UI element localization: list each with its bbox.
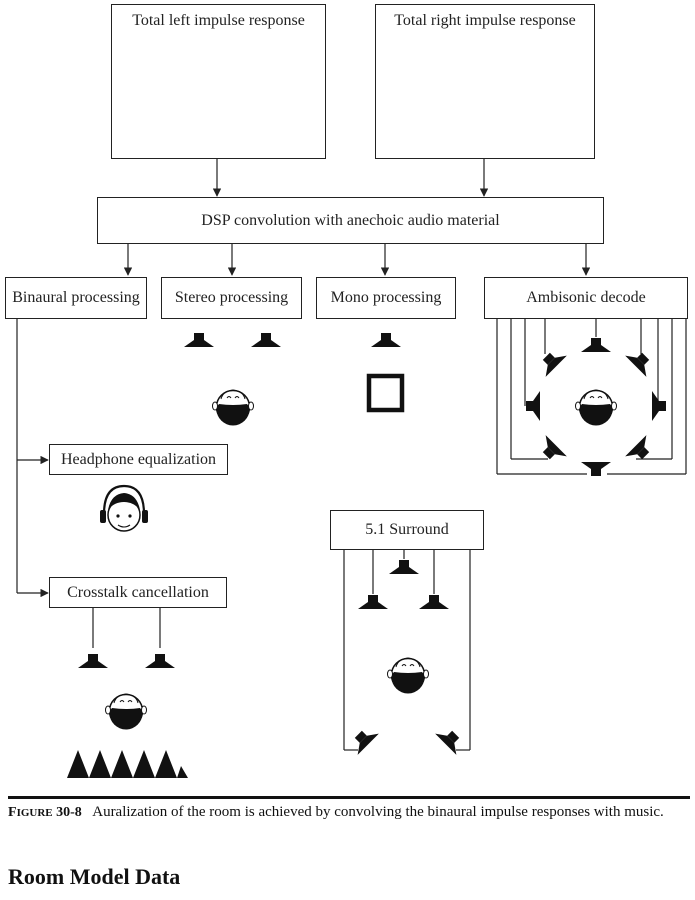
- speaker-icon: [358, 595, 388, 609]
- mono-processing-label: Mono processing: [330, 289, 442, 306]
- mono-speaker-square-icon: [366, 373, 405, 413]
- surround-51-box: 5.1 Surround: [330, 510, 484, 550]
- dsp-convolution-box: DSP convolution with anechoic audio mate…: [97, 197, 604, 244]
- section-heading: Room Model Data: [8, 864, 181, 889]
- speaker-icon: [251, 333, 281, 347]
- speaker-icon: [78, 654, 108, 668]
- absorber-wedge-icon: [67, 750, 188, 778]
- dsp-convolution-label: DSP convolution with anechoic audio mate…: [201, 211, 500, 229]
- right-impulse-response-label: Total right impulse response: [394, 12, 576, 29]
- stereo-processing-box: Stereo processing: [161, 277, 302, 319]
- surround-51-label: 5.1 Surround: [365, 521, 449, 538]
- stereo-speakers: [184, 333, 281, 347]
- ambisonic-decode-box: Ambisonic decode: [484, 277, 688, 319]
- ambisonic-listener-head-icon: [574, 389, 618, 427]
- speaker-icon: [581, 338, 611, 352]
- speaker-icon: [184, 333, 214, 347]
- speaker-icon: [625, 435, 657, 467]
- speaker-icon: [145, 654, 175, 668]
- right-impulse-response-box: Total right impulse response: [375, 4, 595, 159]
- figure-caption: FIGURE 30-8 Auralization of the room is …: [8, 802, 688, 823]
- surround-listener-head-icon: [386, 657, 430, 695]
- left-impulse-response-box: Total left impulse response: [111, 4, 326, 159]
- stereo-processing-label: Stereo processing: [174, 289, 289, 306]
- stereo-listener-head-icon: [211, 389, 255, 427]
- left-impulse-response-label: Total left impulse response: [132, 12, 305, 29]
- crosstalk-listener-head-icon: [104, 693, 148, 731]
- speaker-icon: [535, 345, 567, 377]
- headphone-equalization-label: Headphone equalization: [60, 450, 217, 468]
- surround-speakers: [347, 560, 467, 755]
- figure-caption-text: Auralization of the room is achieved by …: [92, 804, 664, 820]
- binaural-processing-label: Binaural processing: [12, 289, 140, 306]
- crosstalk-speakers: [78, 654, 175, 668]
- mono-speaker-icon: [371, 333, 401, 347]
- crosstalk-cancellation-label: Crosstalk cancellation: [67, 583, 209, 601]
- figure-label: FIGURE 30-8: [8, 805, 82, 820]
- crosstalk-cancellation-box: Crosstalk cancellation: [49, 577, 227, 608]
- ambisonic-decode-label: Ambisonic decode: [526, 289, 646, 306]
- auralization-diagram: [16, 52, 687, 778]
- speaker-icon: [389, 560, 419, 574]
- headphone-head-icon: [100, 484, 148, 532]
- connector-lines: [16, 159, 687, 751]
- speaker-icon: [419, 595, 449, 609]
- speaker-icon: [526, 391, 540, 421]
- binaural-processing-box: Binaural processing: [5, 277, 147, 319]
- headphone-equalization-box: Headphone equalization: [49, 444, 228, 475]
- speaker-icon: [535, 435, 567, 467]
- speaker-icon: [652, 391, 666, 421]
- mono-processing-box: Mono processing: [316, 277, 456, 319]
- caption-rule: [8, 796, 690, 799]
